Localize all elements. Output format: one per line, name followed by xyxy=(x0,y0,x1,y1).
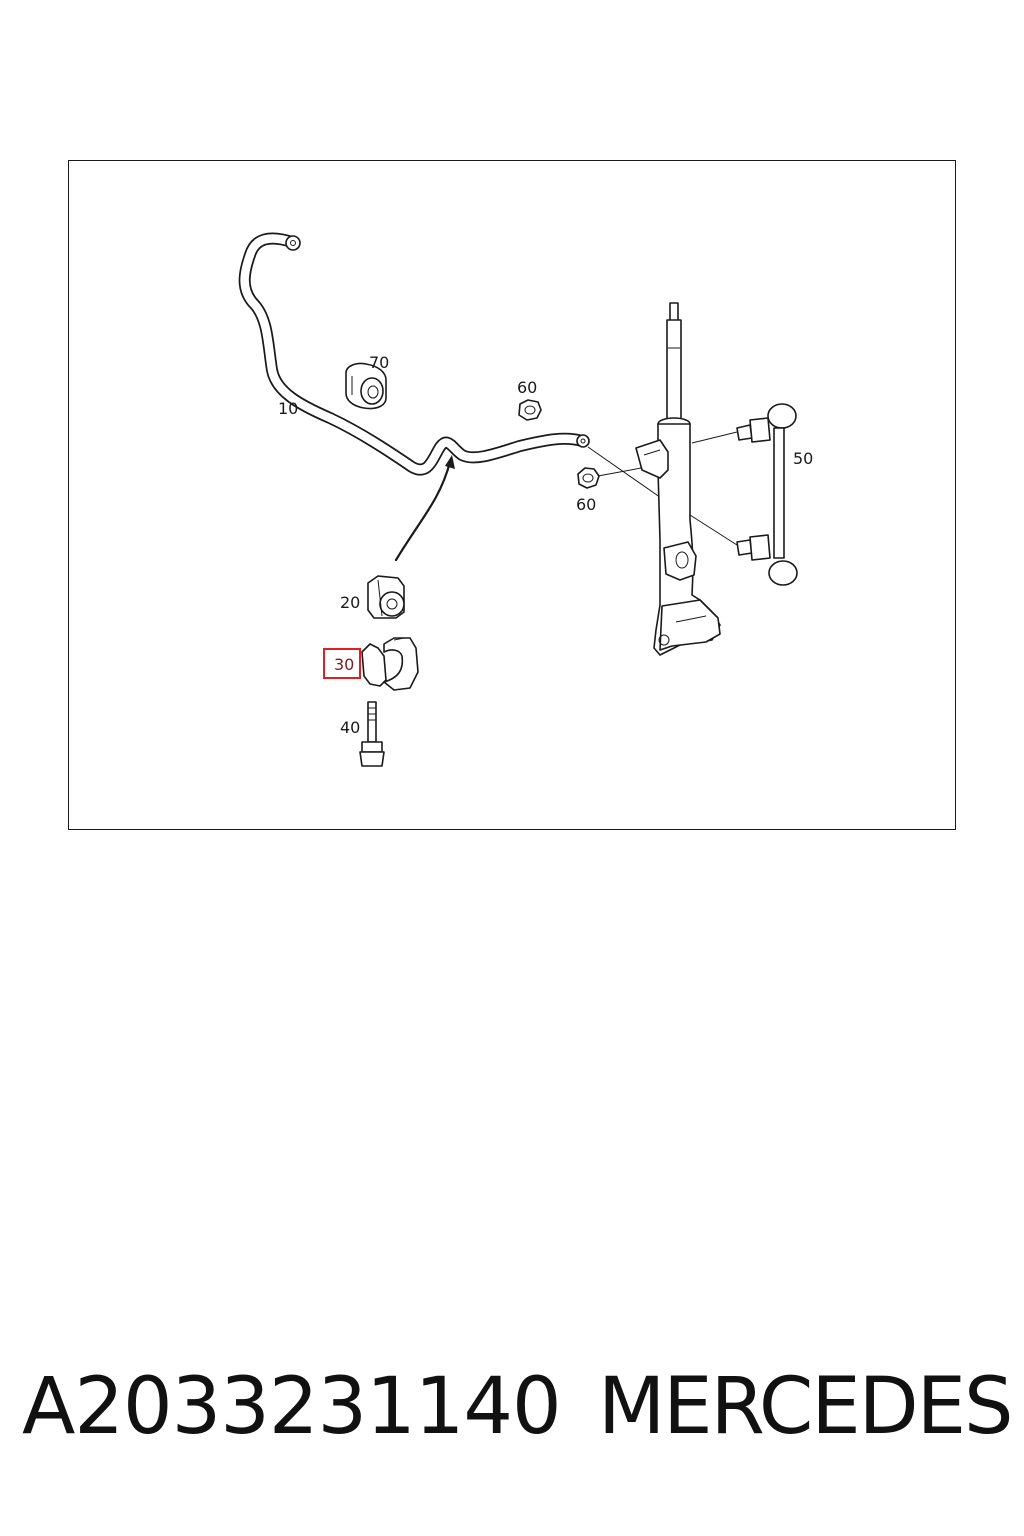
part-number-caption: A2033231140 xyxy=(22,1362,562,1452)
bracket-20[interactable] xyxy=(367,575,405,619)
callout-50[interactable]: 50 xyxy=(793,449,813,468)
strut-assembly[interactable] xyxy=(635,302,721,656)
nut-60-bottom[interactable] xyxy=(577,467,600,489)
brand-caption: MERCEDES xyxy=(598,1362,1013,1452)
callout-70[interactable]: 70 xyxy=(369,353,389,372)
nut-60-top[interactable] xyxy=(518,399,542,421)
bolt-40[interactable] xyxy=(359,701,385,767)
stabilizer-link-50[interactable] xyxy=(736,403,798,586)
location-arrow xyxy=(394,455,455,562)
highlight-box xyxy=(323,648,361,679)
callout-40[interactable]: 40 xyxy=(340,718,360,737)
callout-10[interactable]: 10 xyxy=(278,399,298,418)
diagram-frame xyxy=(68,160,956,830)
stabilizer-bar[interactable] xyxy=(238,232,590,476)
callout-20[interactable]: 20 xyxy=(340,593,360,612)
callout-60-bottom[interactable]: 60 xyxy=(576,495,596,514)
callout-60-top[interactable]: 60 xyxy=(517,378,537,397)
callout-30[interactable]: 30 xyxy=(334,655,354,674)
bushing-70[interactable] xyxy=(345,362,387,410)
clamp-30[interactable] xyxy=(361,637,419,691)
